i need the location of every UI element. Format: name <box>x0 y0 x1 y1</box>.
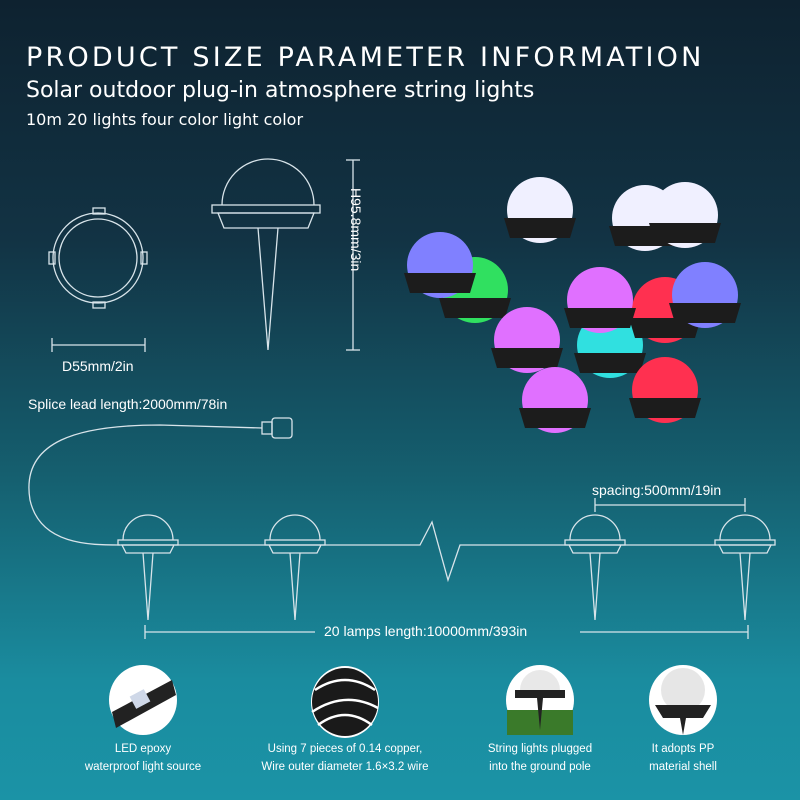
splice-lead-label: Splice lead length:2000mm/78in <box>28 396 228 412</box>
product-photo <box>404 177 741 433</box>
bulb <box>629 357 701 423</box>
lamp-icon <box>564 514 626 621</box>
lamp-side-view-icon <box>211 158 321 351</box>
lamp-icon <box>117 514 179 621</box>
bulb <box>504 177 576 243</box>
bulb <box>564 267 636 333</box>
product-spec: 10m 20 lights four color light color <box>26 110 304 129</box>
feature-caption: Using 7 pieces of 0.14 copper,Wire outer… <box>261 743 429 773</box>
lamp-icon <box>714 514 776 621</box>
cable-diagram <box>28 417 716 583</box>
bulb <box>519 367 591 433</box>
bulb <box>491 307 563 373</box>
total-length-label: 20 lamps length:10000mm/393in <box>324 623 528 639</box>
height-label: H95.8mm/3in <box>348 188 364 272</box>
bulb <box>649 182 721 248</box>
bulb <box>669 262 741 328</box>
lamp-top-view-icon <box>48 207 148 309</box>
lamp-row <box>117 514 776 621</box>
bulb <box>404 232 476 298</box>
spacing-label: spacing:500mm/19in <box>592 482 722 498</box>
product-subtitle: Solar outdoor plug-in atmosphere string … <box>26 78 535 103</box>
page-title: PRODUCT SIZE PARAMETER INFORMATION <box>26 42 705 73</box>
bulb <box>439 257 511 323</box>
diameter-label: D55mm/2in <box>62 358 134 374</box>
lamp-icon <box>264 514 326 621</box>
